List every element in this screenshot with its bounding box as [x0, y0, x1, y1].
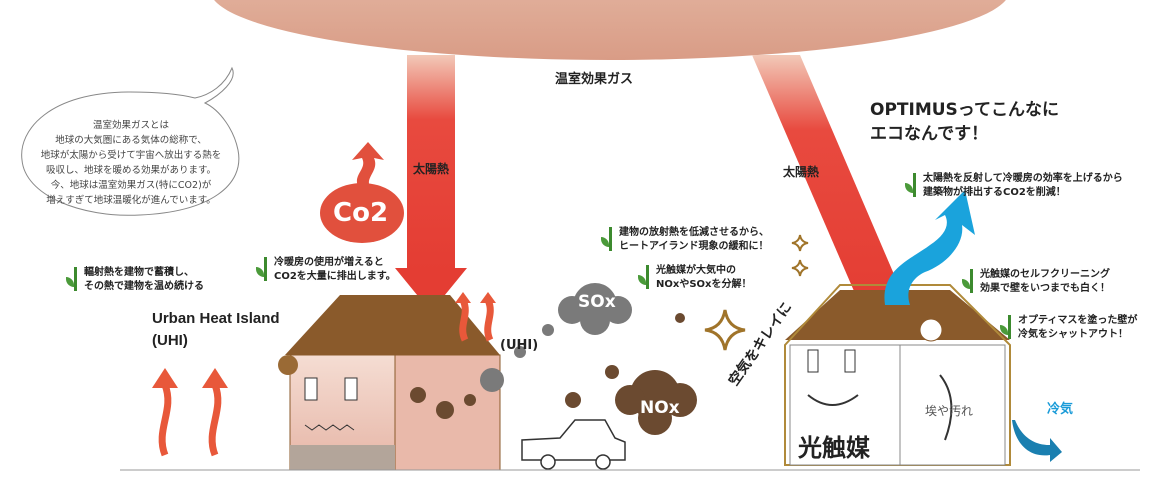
- solar-beam-left: [407, 55, 455, 270]
- greenhouse-gas-label: 温室効果ガス: [555, 72, 634, 87]
- cold-air-arrow: [1012, 420, 1062, 462]
- car: [521, 419, 626, 470]
- greenhouse-gas-explanation: 温室効果ガスとは 地球の大気圏にある気体の総称で、 地球が太陽から受けて宇宙へ放…: [40, 120, 222, 206]
- note-decompose: 光触媒が大気中の NOxやSOxを分解！: [638, 264, 751, 292]
- note-reduce-heat: 建物の放射熱を低減させるから、 ヒートアイランド現象の緩和に！: [601, 226, 769, 254]
- photocatalyst-label: 光触媒: [798, 434, 870, 462]
- sparkles: [704, 234, 809, 351]
- speech-bubble: [21, 66, 240, 216]
- cold-air-label: 冷気: [1047, 402, 1074, 417]
- solar-heat-left-label: 太陽熱: [413, 162, 450, 176]
- note-radiant: 輻射熱を建物で蓄積し、 その熱で建物を温め続ける: [66, 266, 204, 294]
- leaf-icon: [256, 257, 268, 281]
- note-shutout: オプティマスを塗った壁が 冷気をシャットアウト！: [1000, 314, 1137, 342]
- leaf-icon: [638, 265, 650, 289]
- headline: OPTIMUSってこんなに エコなんです！: [870, 100, 1059, 144]
- co2-label: Co2: [333, 198, 389, 228]
- solar-heat-right-label: 太陽熱: [783, 165, 820, 179]
- sox-label: SOx: [578, 292, 616, 312]
- nox-label: NOx: [640, 398, 680, 418]
- leaf-icon: [1000, 315, 1012, 339]
- note-selfclean: 光触媒のセルフクリーニング 効果で壁をいつまでも白く！: [962, 268, 1110, 296]
- right-house-side: [899, 344, 1006, 466]
- leaf-icon: [601, 227, 613, 251]
- heat-arrows: [158, 298, 494, 457]
- leaf-icon: [66, 267, 78, 291]
- leaf-icon: [905, 173, 917, 197]
- left-house-roof: [285, 295, 500, 355]
- co2-arrow: [352, 142, 384, 190]
- greenhouse-gas-cloud: [214, 0, 1006, 60]
- solar-beam-right: [752, 55, 905, 305]
- dirt-label: 埃や汚れ: [925, 404, 974, 418]
- right-house-roof: [785, 290, 1010, 340]
- uhi-title: Urban Heat Island (UHI): [152, 310, 280, 349]
- co2-blob: [320, 183, 404, 243]
- note-aircon: 冷暖房の使用が増えると CO2を大量に排出します。: [256, 256, 396, 284]
- uhi-small-label: (UHI): [500, 338, 539, 353]
- reflect-arrow: [884, 190, 975, 305]
- note-reflect: 太陽熱を反射して冷暖房の効率を上げるから 建築物が排出するCO2を削減！: [905, 172, 1123, 200]
- pollution-clouds: [480, 283, 632, 392]
- optimus-logo: [919, 318, 943, 342]
- leaf-icon: [962, 269, 974, 293]
